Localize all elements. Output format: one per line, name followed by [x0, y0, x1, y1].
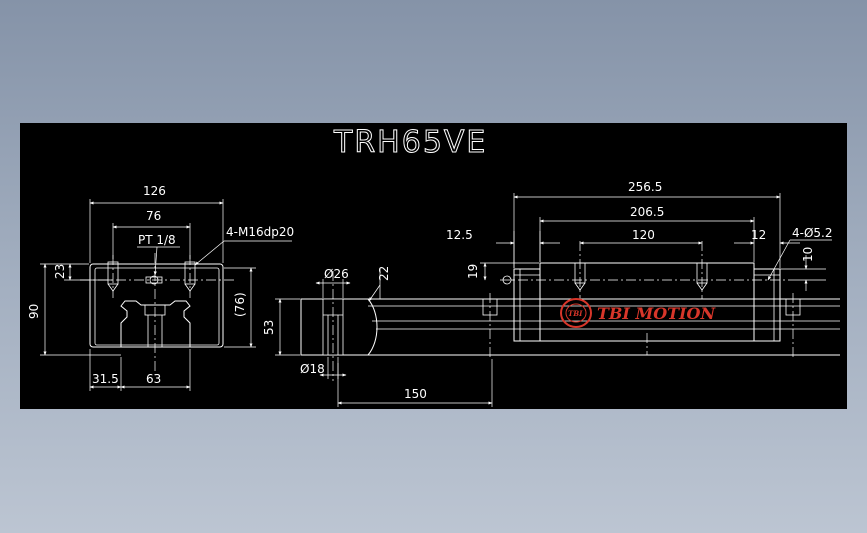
- drawing-title: TRH65VE: [333, 125, 487, 160]
- dim-thread: 4-M16dp20: [226, 225, 294, 239]
- dim-body: 206.5: [630, 205, 664, 219]
- dim-hole-span: 120: [632, 228, 655, 242]
- dim-inner: 76: [146, 209, 161, 223]
- rail-profile: [120, 300, 191, 347]
- tbi-logo: TBI TBI MOTION: [560, 298, 716, 328]
- logo-text: TBI MOTION: [597, 304, 716, 323]
- dim-hole-bottom: Ø18: [300, 362, 325, 376]
- drawing-canvas: TRH65VE 126 76: [27, 125, 840, 407]
- dim-pitch: 150: [404, 387, 427, 401]
- cad-drawing: TRH65VE 126 76: [20, 123, 847, 409]
- dim-lube: PT 1/8: [138, 233, 176, 247]
- dim-10: 10: [801, 247, 815, 262]
- dim-rail: 63: [146, 372, 161, 386]
- dim-paren: (76): [233, 292, 247, 317]
- dim-width: 126: [143, 184, 166, 198]
- dim-12: 12: [751, 228, 766, 242]
- dim-top-offset: 23: [53, 264, 67, 279]
- dim-hole-top: Ø26: [324, 267, 349, 281]
- logo-emblem: TBI: [568, 309, 583, 318]
- dim-h53: 53: [262, 320, 276, 335]
- dim-left: 31.5: [92, 372, 119, 386]
- dim-holes: 4-Ø5.2: [792, 226, 833, 240]
- dim-19: 19: [466, 264, 480, 279]
- end-seal-right: [753, 268, 781, 342]
- dim-depth: 22: [377, 266, 391, 281]
- front-view: 126 76 4-M16dp20 PT 1/8 23 90 (76): [27, 184, 294, 391]
- dim-12-5: 12.5: [446, 228, 473, 242]
- dim-total: 256.5: [628, 180, 662, 194]
- dim-height: 90: [27, 304, 41, 319]
- block-body: [89, 263, 224, 348]
- side-view: TBI TBI MOTION Ø26 22 53 Ø18 150 12.5: [262, 180, 840, 407]
